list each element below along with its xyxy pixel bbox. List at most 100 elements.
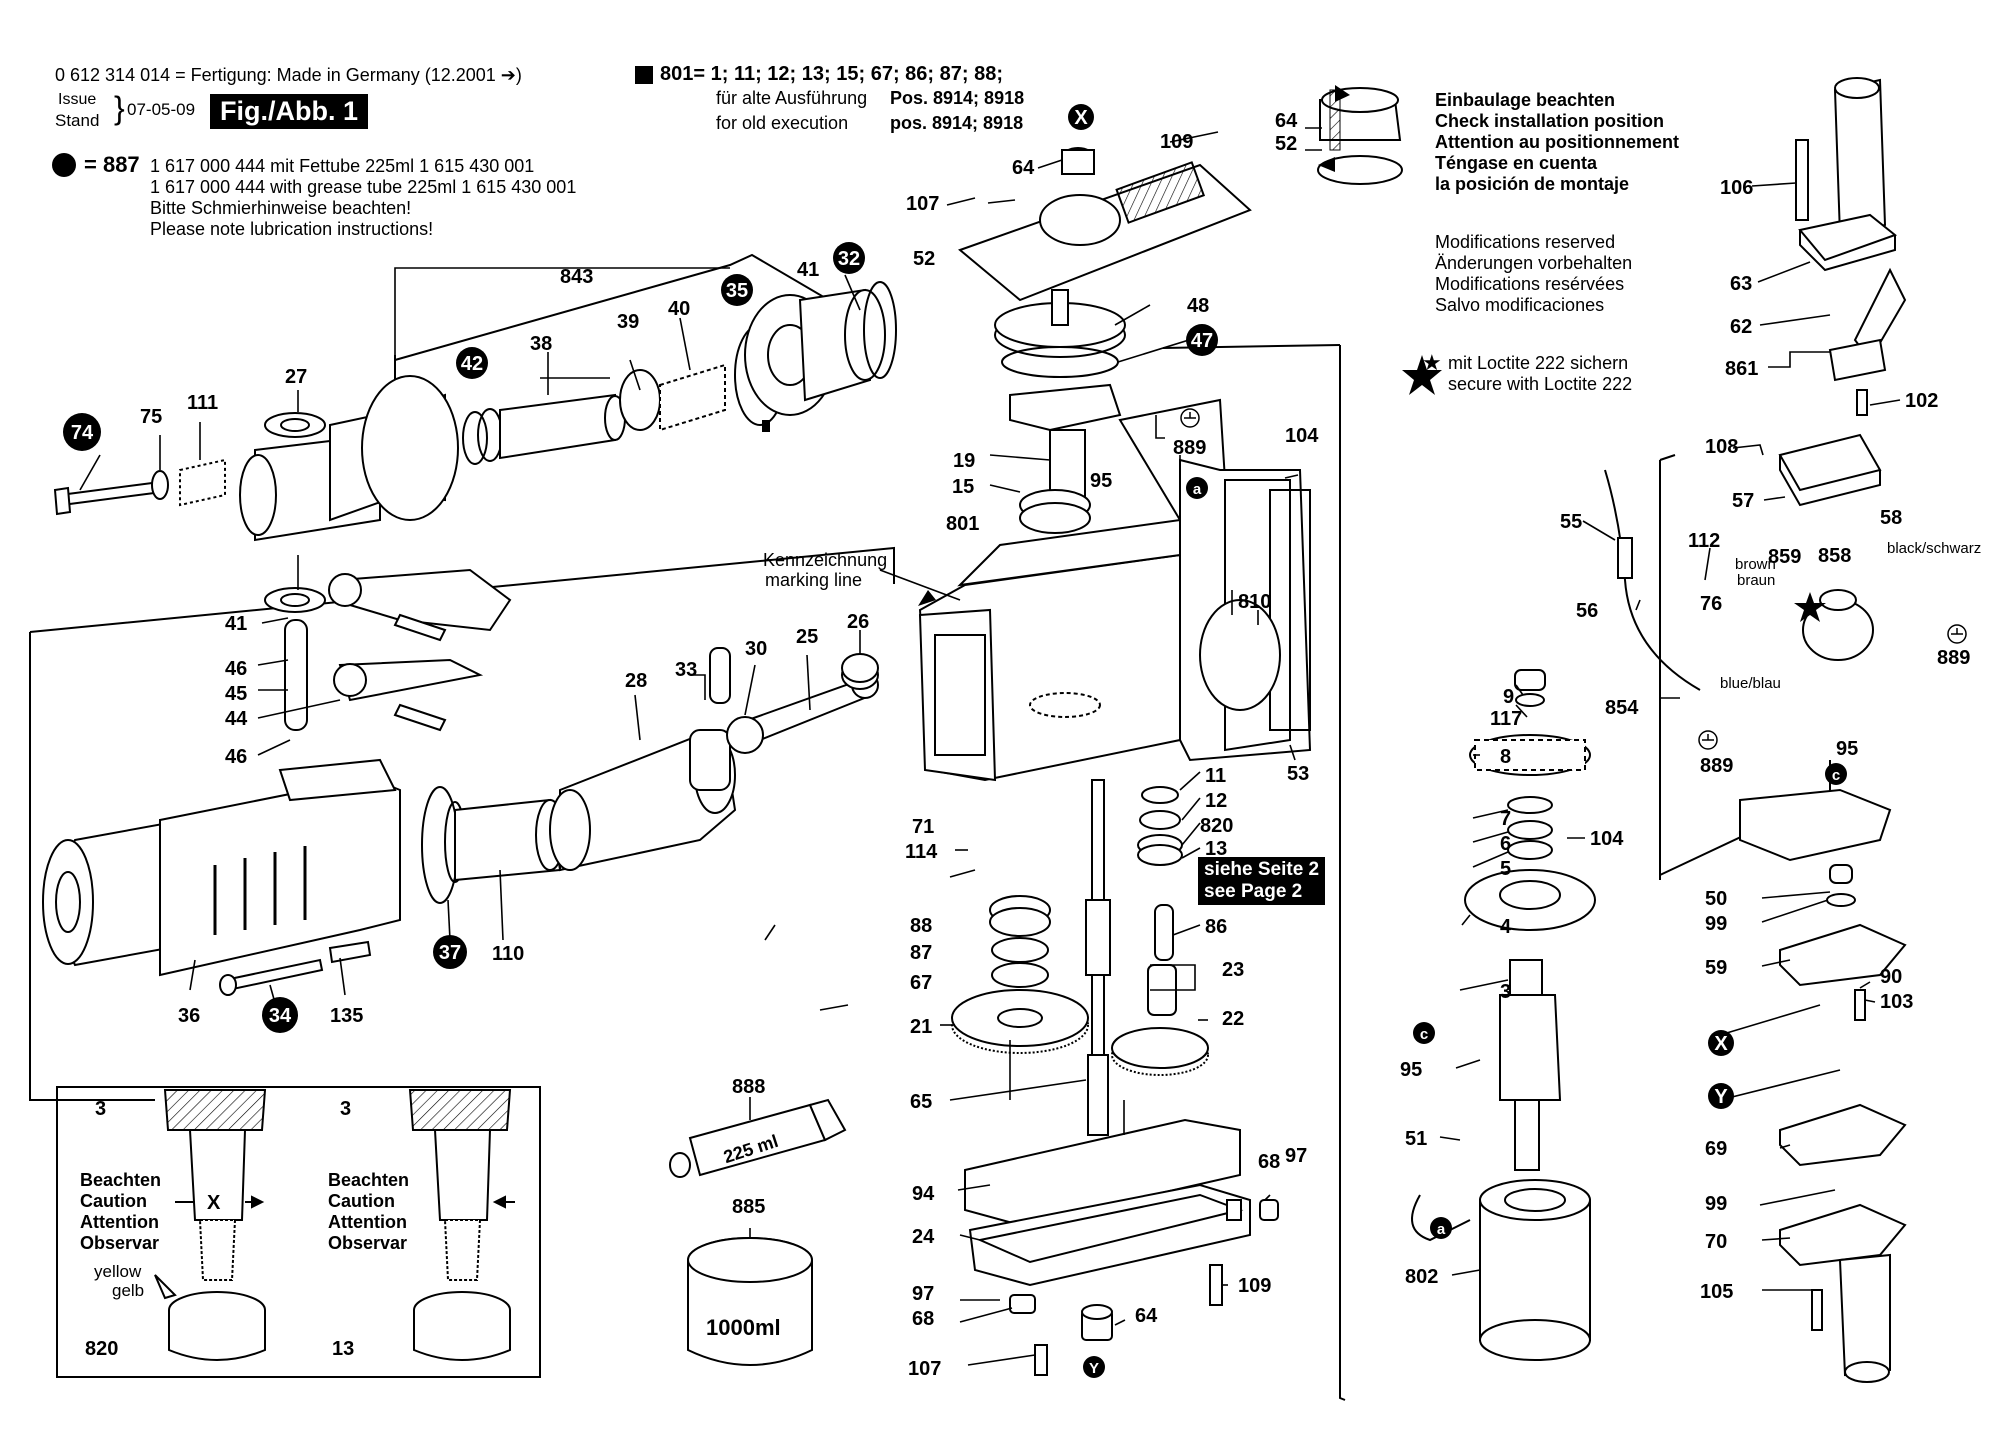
circled-c-right: c [1832,767,1840,784]
part-label: 11 [1205,765,1226,787]
circled-110: 34 [269,1005,292,1027]
part-label: 885 [732,1196,765,1218]
part-label: 28 [625,670,647,692]
part-label: 70 [1705,1231,1727,1253]
part-label: 23 [1222,959,1244,981]
part-label: 69 [1705,1138,1727,1160]
part-label: 9 [1503,686,1514,708]
part-label: 52 [913,248,935,270]
can-label: 1000ml [706,1315,781,1340]
part-label: 3 [95,1098,106,1120]
part-label: 62 [1730,316,1752,338]
part-label: 105 [1700,1281,1733,1303]
part-label: 59 [1705,957,1727,979]
part-label: 109 [1160,131,1193,153]
circled-y-right: Y [1714,1086,1728,1108]
part-label: 889 [1700,755,1733,777]
see-page-de: siehe Seite 2 [1204,859,1320,880]
part-label: 888 [732,1076,765,1098]
part-label: 67 [910,972,932,994]
part-label: 26 [847,611,869,633]
modifications-line-4: Salvo modificaciones [1435,295,1605,315]
stand-label: Stand [55,111,100,130]
modifications-line-1: Modifications reserved [1435,232,1616,252]
part-label: 108 [1705,436,1738,458]
part-label: 44 [225,708,248,730]
part-label: 135 [330,1005,363,1027]
part-label: 106 [1720,177,1753,199]
install-line-2: Check installation position [1435,111,1665,131]
part-label: 861 [1725,358,1758,380]
production-line: 0 612 314 014 = Fertigung: Made in Germa… [55,65,522,85]
part-label: 46 [225,658,247,680]
part-label: 3 [1500,981,1511,1003]
part-label: 64 [1275,110,1298,132]
loctite-line-2: secure with Loctite 222 [1448,374,1633,394]
issue-label: Issue [58,91,97,108]
figure-label: Fig./Abb. 1 [210,94,368,129]
wire-blue: blue/blau [1720,675,1781,692]
circled-111: 74 [71,422,94,444]
circled-47: 47 [1191,330,1213,352]
part-label: 38 [530,333,552,355]
caution-block-right: Beachten Caution Attention Observar [328,1170,409,1254]
part-label: 65 [910,1091,932,1113]
part-label: 97 [912,1283,934,1305]
grease-dot-icon [52,153,76,177]
part-labels: 109 107 64 52 48 19 15 95 889 104 801 81… [85,110,1970,1380]
part-label: 107 [908,1358,941,1380]
part-label: 87 [910,942,932,964]
part-label: 25 [796,626,818,648]
star-icon: ★ [1422,350,1442,375]
circled-a-left: a [1437,1221,1446,1238]
circled-32: 32 [838,248,860,270]
part-label: 55 [1560,511,1582,533]
install-line-3: Attention au positionnement [1435,132,1679,152]
part-label: 109 [1238,1275,1271,1297]
part-label: 36 [178,1005,200,1027]
wire-brown: brown [1735,556,1776,573]
part-label: 99 [1705,913,1727,935]
circled-35: 35 [726,280,748,302]
gelb-label: gelb [112,1281,145,1300]
old-execution-de-pos: Pos. 8914; 8918 [890,88,1025,108]
part-label: 104 [1590,828,1624,850]
part-label: 7 [1500,808,1511,830]
loctite-line-1: mit Loctite 222 sichern [1448,353,1629,373]
part-label: 19 [953,450,975,472]
install-line-5: la posición de montaje [1435,174,1630,194]
circled-y-bottom: Y [1089,1360,1099,1377]
part-label: 112 [1688,530,1720,552]
part-label: 110 [492,943,524,965]
part-label: 41 [797,259,819,281]
brace-icon: } [114,90,125,126]
part-label: 27 [285,366,307,388]
part-label: 86 [1205,916,1227,938]
part-label: 57 [1732,490,1754,512]
caution-fr: Attention [328,1212,407,1232]
caution-fr: Attention [80,1212,159,1232]
part-label: 71 [912,816,934,838]
part-label: 52 [1275,133,1297,155]
part-label: 48 [1187,295,1209,317]
part-label: 3 [340,1098,351,1120]
square-icon [635,66,653,84]
part-label: 843 [560,266,593,288]
part-label: 8 [1500,746,1511,768]
part-label: 68 [1258,1151,1280,1173]
part-label: 801 [946,513,979,535]
part-label: 820 [1200,815,1233,837]
modifications-line-3: Modifications resérvées [1435,274,1625,294]
grease-line-4: Please note lubrication instructions! [150,219,434,239]
part-label: 45 [225,683,247,705]
part-label: 24 [912,1226,935,1248]
caution-x-mark: X [207,1192,221,1214]
install-line-1: Einbaulage beachten [1435,90,1616,110]
issue-date: 07-05-09 [127,100,196,119]
part-label: 76 [1700,593,1722,615]
part-label: 30 [745,638,767,660]
part-label: 810 [1238,591,1271,613]
part-label: 75 [140,406,162,428]
wire-black: black/schwarz [1887,540,1982,557]
part-label: 5 [1500,858,1511,880]
